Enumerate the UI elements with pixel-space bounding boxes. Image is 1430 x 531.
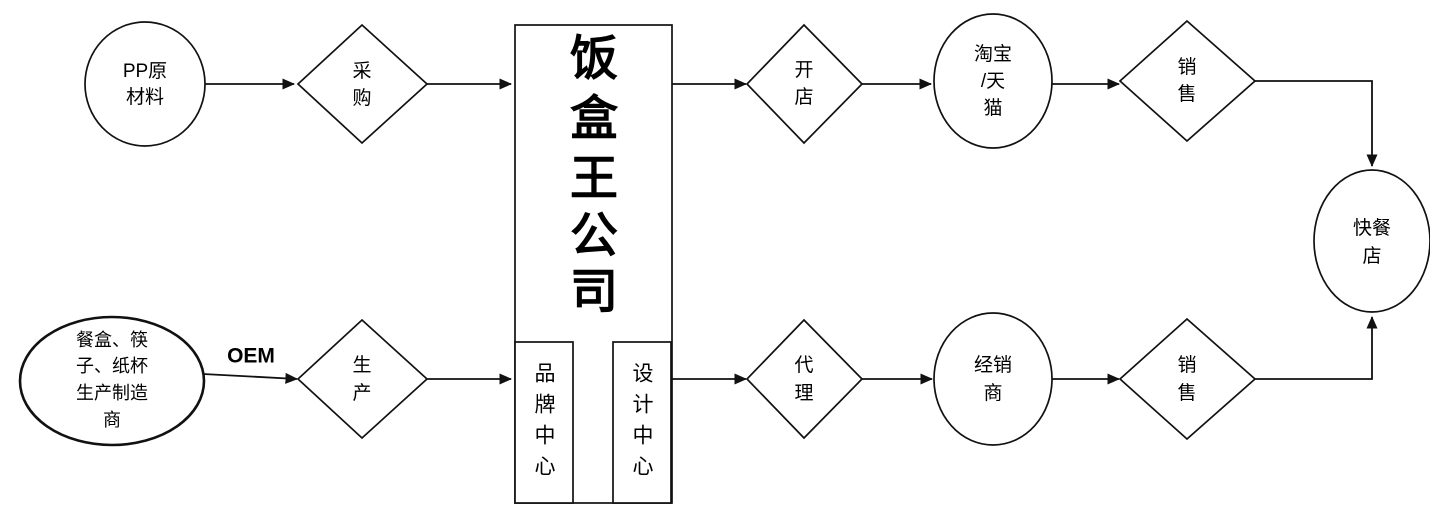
production-label-line-1: 生 (352, 354, 371, 376)
pp-raw-material-label-line-2: 材料 (126, 86, 164, 108)
fast-food-shop-ellipse[interactable] (1313, 169, 1430, 313)
design-center-label-line-1: 设 (633, 363, 654, 386)
sales-online-diamond[interactable] (1118, 19, 1257, 143)
brand-center-label-line-2: 牌 (535, 394, 556, 417)
procurement-diamond[interactable] (296, 23, 429, 145)
company-title-line-2: 盒 (570, 93, 619, 146)
edge-oem-to-production (202, 372, 299, 384)
node-taobao-tmall[interactable]: 淘宝 /天 猫 (933, 13, 1053, 149)
production-label-line-2: 产 (352, 382, 371, 404)
taobao-tmall-ellipse[interactable] (933, 13, 1053, 149)
procurement-label-line-1: 采 (352, 60, 371, 82)
oem-manufacturer-label-line-2: 子、纸杯 (76, 356, 148, 376)
node-open-shop[interactable]: 开 店 (745, 23, 864, 145)
fast-food-shop-label-line-1: 快餐 (1353, 217, 1391, 239)
distributor-label-line-1: 经销 (974, 354, 1012, 376)
node-design-center[interactable]: 设 计 中 心 (612, 341, 672, 504)
design-center-label-line-4: 心 (633, 456, 654, 479)
pp-raw-material-label-line-1: PP原 (123, 61, 167, 82)
sales-offline-diamond[interactable] (1118, 317, 1257, 441)
company-title-line-3: 王 (570, 153, 618, 206)
node-distributor[interactable]: 经销 商 (933, 312, 1053, 446)
design-center-label-line-2: 计 (633, 394, 654, 417)
brand-center-label-line-3: 中 (535, 425, 556, 448)
node-brand-center[interactable]: 品 牌 中 心 (514, 341, 574, 504)
design-center-label-line-3: 中 (633, 425, 654, 448)
agency-label-line-1: 代 (794, 354, 813, 376)
taobao-tmall-label-line-2: /天 (981, 71, 1005, 92)
agency-label-line-2: 理 (794, 383, 813, 404)
fast-food-shop-label-line-2: 店 (1362, 245, 1381, 267)
edge-sales-offline-to-fast-food (1255, 315, 1378, 380)
production-diamond[interactable] (296, 318, 429, 440)
edge-label-oem: OEM (227, 345, 275, 368)
sales-offline-label-line-1: 销 (1177, 354, 1196, 376)
node-oem-manufacturer[interactable]: 餐盒、筷 子、纸杯 生产制造 商 (18, 315, 206, 447)
company-title-line-4: 公 (570, 210, 618, 263)
edge-sales-online-to-fast-food (1255, 80, 1378, 168)
sales-online-label-line-1: 销 (1177, 56, 1196, 78)
company-title-line-1: 饭 (570, 33, 618, 86)
procurement-label-line-2: 购 (352, 87, 371, 109)
sales-offline-label-line-2: 售 (1177, 382, 1196, 404)
distributor-ellipse[interactable] (933, 312, 1053, 446)
sales-online-label-line-2: 售 (1177, 83, 1196, 105)
open-shop-diamond[interactable] (745, 23, 864, 145)
brand-center-rect[interactable] (514, 341, 574, 504)
node-pp-raw-material[interactable]: PP原 材料 (84, 21, 206, 147)
node-procurement[interactable]: 采 购 (296, 23, 429, 145)
design-center-rect[interactable] (612, 341, 672, 504)
oem-manufacturer-label-line-1: 餐盒、筷 (76, 330, 148, 350)
brand-center-label-line-1: 品 (535, 363, 556, 386)
edge-layer (202, 78, 1378, 385)
open-shop-label-line-2: 店 (794, 86, 813, 108)
distributor-label-line-2: 商 (983, 382, 1002, 404)
pp-raw-material-ellipse[interactable] (84, 21, 206, 147)
node-fast-food-shop[interactable]: 快餐 店 (1313, 169, 1430, 313)
node-agency[interactable]: 代 理 (745, 318, 864, 440)
node-sales-offline[interactable]: 销 售 (1118, 317, 1257, 441)
node-sales-online[interactable]: 销 售 (1118, 19, 1257, 143)
node-production[interactable]: 生 产 (296, 318, 429, 440)
oem-manufacturer-ellipse[interactable] (18, 315, 206, 447)
company-title-line-5: 司 (570, 266, 618, 319)
oem-manufacturer-label-line-4: 商 (103, 410, 121, 430)
open-shop-label-line-1: 开 (794, 60, 813, 81)
taobao-tmall-label-line-3: 猫 (983, 97, 1002, 119)
agency-diamond[interactable] (745, 318, 864, 440)
brand-center-label-line-4: 心 (535, 456, 556, 479)
oem-manufacturer-label-line-3: 生产制造 (76, 383, 148, 403)
taobao-tmall-label-line-1: 淘宝 (974, 43, 1012, 65)
